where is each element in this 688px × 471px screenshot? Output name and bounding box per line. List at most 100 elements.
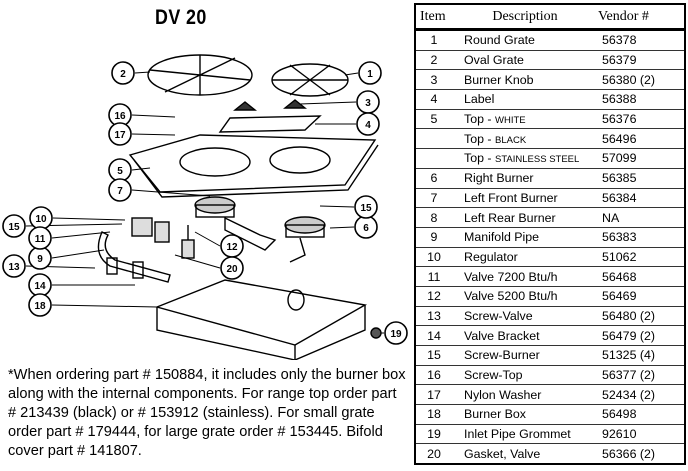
header-item: Item: [415, 4, 452, 31]
callout-20: 20: [220, 256, 244, 280]
description-text: Gasket, Valve: [464, 446, 541, 461]
row-item: 18: [415, 404, 452, 425]
row-description: Inlet Pipe Grommet: [452, 424, 594, 445]
description-text: Top -: [464, 151, 495, 166]
burner-box: [154, 279, 368, 360]
description-variant: BLACK: [495, 134, 527, 146]
description-text: Top -: [464, 112, 495, 127]
callout-14: 14: [28, 273, 52, 297]
table-row: Top - STAINLESS STEEL 57099: [415, 148, 685, 169]
row-item: 7: [415, 188, 452, 209]
row-description: Burner Knob: [452, 69, 594, 91]
row-vendor: NA: [594, 207, 685, 228]
row-item: 14: [415, 325, 452, 346]
description-text: Left Front Burner: [464, 190, 558, 205]
description-text: Screw-Burner: [464, 348, 540, 363]
callout-11: 11: [28, 226, 52, 250]
svg-text:5: 5: [117, 166, 123, 177]
svg-text:15: 15: [8, 222, 20, 233]
row-item: 1: [415, 29, 452, 51]
description-text: Burner Knob: [464, 72, 534, 87]
ordering-note: *When ordering part # 150884, it include…: [8, 367, 406, 459]
description-text: Valve 7200 Btu/h: [464, 269, 558, 284]
callout-9: 9: [28, 246, 52, 270]
row-description: Label: [452, 89, 594, 110]
row-vendor: 56469: [594, 286, 685, 307]
callout-13: 13: [2, 254, 26, 278]
callout-7: 7: [108, 178, 132, 202]
row-vendor: 56379: [594, 50, 685, 71]
row-vendor: 56384: [594, 188, 685, 209]
svg-text:16: 16: [114, 111, 126, 122]
callout-17: 17: [108, 122, 132, 146]
callout-12: 12: [220, 234, 244, 258]
svg-text:12: 12: [226, 242, 238, 253]
row-item: 5: [415, 109, 452, 130]
table-row: 7 Left Front Burner 56384: [415, 188, 685, 209]
row-description: Valve 5200 Btu/h: [452, 286, 594, 307]
svg-text:18: 18: [34, 301, 46, 312]
row-vendor: 56496: [594, 128, 685, 150]
callout-6: 6: [354, 215, 378, 239]
svg-text:9: 9: [37, 254, 43, 265]
row-vendor: 92610: [594, 424, 685, 445]
svg-text:17: 17: [114, 130, 126, 141]
svg-text:7: 7: [117, 186, 123, 197]
svg-text:20: 20: [226, 264, 238, 275]
row-vendor: 52434 (2): [594, 384, 685, 406]
row-vendor: 56385: [594, 168, 685, 189]
row-item: 8: [415, 207, 452, 228]
row-description: Top - BLACK: [452, 128, 594, 150]
row-vendor: 51325 (4): [594, 345, 685, 366]
row-description: Manifold Pipe: [452, 227, 594, 248]
row-vendor: 56376: [594, 109, 685, 130]
callout-19: 19: [384, 321, 408, 345]
row-description: Oval Grate: [452, 50, 594, 71]
row-vendor: 57099: [594, 148, 685, 169]
callout-5: 5: [108, 158, 132, 182]
header-vendor: Vendor #: [594, 4, 685, 31]
row-item: 4: [415, 89, 452, 110]
burners: [194, 196, 326, 263]
description-text: Label: [464, 92, 495, 107]
row-description: Right Burner: [452, 168, 594, 189]
row-description: Burner Box: [452, 404, 594, 425]
description-variant: STAINLESS STEEL: [495, 154, 580, 166]
callout-10: 10: [29, 206, 53, 230]
svg-text:2: 2: [120, 69, 126, 80]
row-description: Left Rear Burner: [452, 207, 594, 228]
svg-text:11: 11: [35, 234, 46, 245]
row-description: Left Front Burner: [452, 188, 594, 209]
description-text: Left Rear Burner: [464, 210, 556, 225]
callout-1: 1: [358, 61, 382, 85]
svg-text:1: 1: [367, 69, 373, 80]
row-item: 2: [415, 50, 452, 71]
row-description: Regulator: [452, 247, 594, 268]
row-description: Valve 7200 Btu/h: [452, 266, 594, 287]
row-item: 15: [415, 345, 452, 366]
row-description: Screw-Burner: [452, 345, 594, 366]
description-text: Top -: [464, 131, 495, 146]
leader-lines: [25, 71, 384, 334]
table-row: 8 Left Rear Burner NA: [415, 207, 685, 228]
description-text: Right Burner: [464, 171, 534, 186]
svg-text:15: 15: [360, 203, 372, 214]
row-vendor: 56383: [594, 227, 685, 248]
row-item: [415, 128, 452, 150]
row-item: 13: [415, 306, 452, 327]
model-title: DV 20: [155, 6, 207, 29]
row-item: 16: [415, 365, 452, 386]
row-item: 17: [415, 384, 452, 406]
